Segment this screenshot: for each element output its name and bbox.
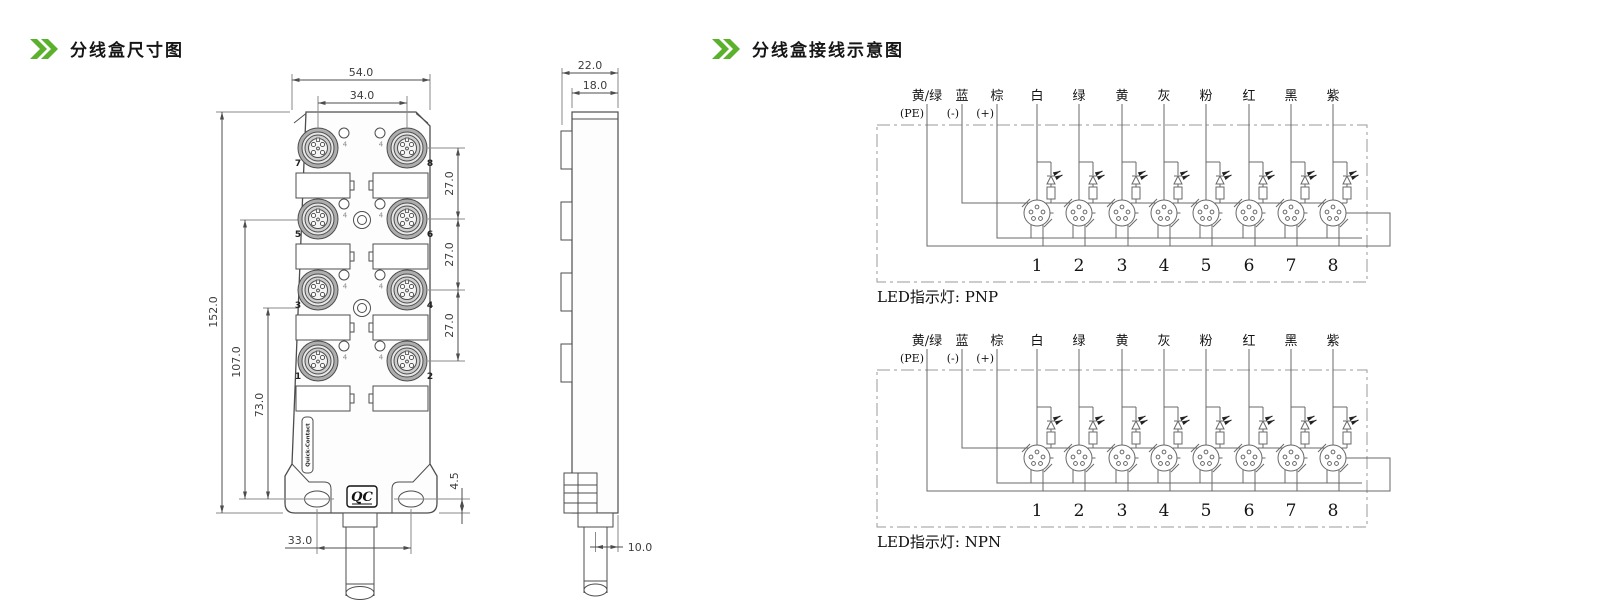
led-window-label: 4 bbox=[379, 141, 384, 149]
wiring-port-number: 8 bbox=[1328, 256, 1339, 276]
wire-color-label: 粉 bbox=[1199, 334, 1212, 349]
brand-side-label-plate bbox=[301, 416, 314, 474]
wire-color-label: 粉 bbox=[1199, 89, 1212, 104]
dimension-label: 34.0 bbox=[350, 89, 375, 102]
wire-polarity-label: (+) bbox=[976, 352, 994, 365]
led-window-label: 4 bbox=[343, 212, 348, 220]
wiring-port-number: 2 bbox=[1074, 256, 1085, 276]
wire-color-label: 蓝 bbox=[955, 334, 968, 349]
dimension-label: 54.0 bbox=[349, 66, 374, 79]
led-window-label: 4 bbox=[379, 212, 384, 220]
front-port-number: 3 bbox=[295, 301, 301, 311]
front-m12-port: 3 bbox=[295, 269, 339, 311]
wiring-port-number: 6 bbox=[1244, 256, 1255, 276]
wire-polarity-label: (PE) bbox=[900, 352, 924, 365]
wire-color-label: 黑 bbox=[1284, 89, 1297, 104]
wiring-port-number: 4 bbox=[1159, 501, 1170, 521]
brand-side-label: Quick-Contact bbox=[306, 423, 312, 467]
dimension-label: 18.0 bbox=[583, 79, 608, 92]
double-chevron-icon bbox=[712, 38, 740, 59]
wire-color-label: 白 bbox=[1030, 88, 1043, 104]
wire-color-label: 灰 bbox=[1157, 89, 1170, 104]
wiring-port-number: 3 bbox=[1117, 501, 1128, 521]
wire-color-label: 黄/绿 bbox=[912, 334, 942, 349]
wire-color-label: 黑 bbox=[1284, 334, 1297, 349]
front-port-number: 7 bbox=[295, 159, 301, 169]
front-port-number: 2 bbox=[427, 372, 433, 382]
wire-color-label: 黄 bbox=[1115, 334, 1128, 349]
front-m12-port: 8 bbox=[386, 127, 433, 169]
front-port-number: 5 bbox=[295, 230, 301, 240]
wire-polarity-label: (-) bbox=[947, 352, 959, 365]
wire-polarity-label: (+) bbox=[976, 107, 994, 120]
wiring-port-number: 2 bbox=[1074, 501, 1085, 521]
wiring-port-number: 3 bbox=[1117, 256, 1128, 276]
wire-color-label: 红 bbox=[1242, 333, 1255, 349]
front-m12-port: 7 bbox=[295, 127, 339, 169]
front-m12-port: 1 bbox=[295, 340, 339, 382]
front-m12-port: 6 bbox=[386, 198, 433, 240]
wiring-section-header: 分线盒接线示意图 bbox=[712, 36, 904, 61]
led-window-label: 4 bbox=[379, 354, 384, 362]
wire-color-label: 黄 bbox=[1115, 89, 1128, 104]
wire-color-label: 绿 bbox=[1072, 89, 1085, 104]
led-window-label: 4 bbox=[343, 141, 348, 149]
dimension-label: 10.0 bbox=[628, 541, 653, 554]
front-port-number: 1 bbox=[295, 372, 301, 382]
wire-polarity-label: (PE) bbox=[900, 107, 924, 120]
dimension-label: 73.0 bbox=[253, 393, 266, 418]
front-port-number: 8 bbox=[427, 159, 433, 169]
dimension-label: 27.0 bbox=[443, 242, 456, 267]
wire-polarity-label: (-) bbox=[947, 107, 959, 120]
dimension-label: 152.0 bbox=[207, 296, 220, 328]
brand-logo-text: QC bbox=[351, 490, 373, 505]
wire-color-label: 蓝 bbox=[955, 89, 968, 104]
led-window-label: 4 bbox=[379, 283, 384, 291]
front-m12-port: 5 bbox=[295, 198, 339, 240]
double-chevron-icon bbox=[30, 38, 58, 59]
brand-logo: QC bbox=[346, 485, 378, 508]
wiring-caption: LED指示灯: PNP bbox=[877, 288, 998, 306]
dimension-label: 33.0 bbox=[288, 534, 313, 547]
dimension-label: 27.0 bbox=[443, 313, 456, 338]
wiring-port-number: 7 bbox=[1286, 256, 1297, 276]
wire-color-label: 黄/绿 bbox=[912, 89, 942, 104]
wiring-port-number: 6 bbox=[1244, 501, 1255, 521]
dimension-label: 107.0 bbox=[230, 346, 243, 378]
front-m12-port: 4 bbox=[386, 269, 433, 311]
wiring-port-number: 5 bbox=[1201, 501, 1212, 521]
wiring-port-number: 8 bbox=[1328, 501, 1339, 521]
wire-color-label: 白 bbox=[1030, 333, 1043, 349]
front-port-number: 4 bbox=[427, 301, 433, 311]
wiring-section-title: 分线盒接线示意图 bbox=[752, 41, 904, 61]
wiring-port-number: 4 bbox=[1159, 256, 1170, 276]
wire-color-label: 棕 bbox=[990, 334, 1003, 349]
wiring-port-number: 1 bbox=[1032, 501, 1043, 521]
dimension-label: 22.0 bbox=[578, 59, 603, 72]
dimension-section-title: 分线盒尺寸图 bbox=[70, 41, 184, 61]
wire-color-label: 灰 bbox=[1157, 334, 1170, 349]
front-m12-port: 2 bbox=[386, 340, 433, 382]
led-window-label: 4 bbox=[343, 354, 348, 362]
side-view: 22.0 18.0 10.0 bbox=[560, 59, 653, 597]
wiring-caption: LED指示灯: NPN bbox=[877, 533, 1001, 551]
wiring-port-number: 1 bbox=[1032, 256, 1043, 276]
wiring-port-number: 7 bbox=[1286, 501, 1297, 521]
wire-color-label: 紫 bbox=[1326, 334, 1339, 349]
front-port-number: 6 bbox=[427, 230, 433, 240]
wire-color-label: 紫 bbox=[1326, 89, 1339, 104]
wire-color-label: 绿 bbox=[1072, 334, 1085, 349]
wire-color-label: 红 bbox=[1242, 88, 1255, 104]
dimension-label: 4.5 bbox=[448, 472, 461, 490]
dimension-label: 27.0 bbox=[443, 171, 456, 196]
wiring-port-number: 5 bbox=[1201, 256, 1212, 276]
dimension-section-header: 分线盒尺寸图 bbox=[30, 36, 184, 61]
wire-color-label: 棕 bbox=[990, 89, 1003, 104]
led-window-label: 4 bbox=[343, 283, 348, 291]
